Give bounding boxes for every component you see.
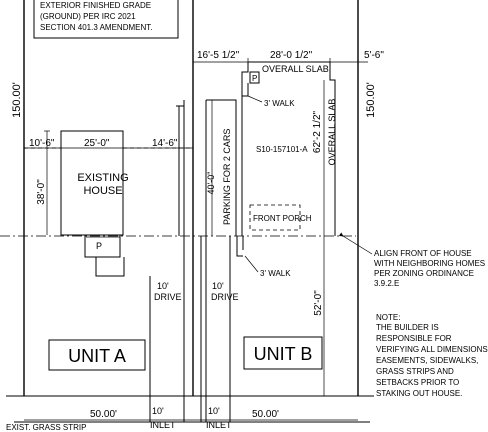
lot-depth-left-dimension: 150.00' [11, 2, 25, 394]
b-right-setback-text: 5'-6" [364, 50, 384, 61]
front-porch: FRONT PORCH [249, 204, 312, 231]
front-yard-text: 52'-0" [313, 290, 324, 316]
grass-strip-label: EXIST. GRASS STRIP [6, 423, 86, 432]
inlet-a-width-text: 10' [152, 406, 164, 416]
grade-note-line-2: (GROUND) PER IRC 2021 [40, 12, 136, 21]
align-note-line-1: ALIGN FRONT OF HOUSE [374, 249, 472, 258]
drive-b-width-text: 10' [212, 281, 224, 291]
side-gap-text: 14'-6" [152, 138, 178, 149]
front-yard-dimension: 52'-0" [313, 236, 325, 396]
lot-width-a-text: 50.00' [90, 409, 117, 420]
parking-depth-text: 40'-0" [206, 172, 216, 195]
lot-width-b-text: 50.00' [252, 409, 279, 420]
walk-lower: 3' WALK [236, 236, 291, 278]
unit-b-label: UNIT B [254, 344, 313, 364]
builder-note-line-7: SETBACKS PRIOR TO [376, 378, 459, 387]
porch-p-upper-box [249, 71, 260, 84]
overall-slab-vertical-label: OVERALL SLAB [327, 99, 337, 166]
parking-area: PARKING FOR 2 CARS 40'-0" 10' DRIVE [200, 99, 239, 422]
house-width-text: 25'-0" [84, 138, 110, 149]
parking-label: PARKING FOR 2 CARS [222, 129, 232, 225]
align-note-line-2: WITH NEIGHBORING HOMES [374, 259, 485, 268]
drive-b-label: DRIVE [211, 292, 239, 302]
unit-b-top-dimensions: 16'-5 1/2" 28'-0 1/2" 5'-6" OVERALL SLAB [192, 50, 384, 74]
existing-house: EXISTING HOUSE P [60, 130, 129, 277]
inlet-b-width-text: 10' [208, 406, 220, 416]
builder-note-line-1: NOTE: [376, 313, 400, 322]
slab-depth-text: 62'-2 1/2" [312, 110, 323, 153]
bottom-dimensions: 50.00' 50.00' 10' INLET 10' INLET EXIST.… [6, 406, 358, 432]
inlet-a-label: INLET [150, 420, 176, 430]
slab-width-text: 28'-0 1/2" [270, 50, 313, 61]
lot-depth-right-dimension: 150.00' [365, 82, 377, 118]
drive-a-width-text: 10' [157, 281, 169, 291]
align-note-line-3: PER ZONING ORDINANCE [374, 269, 474, 278]
builder-note-line-8: STAKING OUT HOUSE. [376, 389, 462, 398]
porch-p-lower: P [96, 241, 102, 251]
builder-note-line-5: EASEMENTS, SIDEWALKS, [376, 356, 478, 365]
unit-a-label: UNIT A [68, 346, 126, 366]
house-depth-text: 38'-0" [36, 179, 47, 205]
existing-house-label-1: EXISTING [77, 172, 128, 184]
drive-a-label: DRIVE [154, 292, 182, 302]
builder-note-line-4: VERIFYING ALL DIMENSIONS, [376, 345, 488, 354]
align-note-line-4: 3.9.2.E [374, 279, 399, 288]
grade-note-line-1: EXTERIOR FINISHED GRADE [40, 1, 151, 10]
walk-upper-label: 3' WALK [264, 99, 295, 108]
lot-depth-right-text: 150.00' [365, 82, 377, 118]
existing-house-label-2: HOUSE [83, 185, 122, 197]
porch-p-upper: P [252, 74, 257, 83]
inlet-b-label: INLET [206, 420, 232, 430]
drive-a: 10' DRIVE [149, 100, 185, 422]
b-left-setback-text: 16'-5 1/2" [197, 50, 240, 61]
front-porch-label: FRONT PORCH [253, 214, 312, 223]
slab-depth-dimension: 62'-2 1/2" OVERALL SLAB [312, 80, 337, 236]
walk-lower-label: 3' WALK [260, 269, 291, 278]
lot-depth-left-text: 150.00' [11, 82, 23, 118]
unit-b-label-box [243, 336, 323, 370]
lot-id-label: S10-157101-A [256, 145, 308, 154]
builder-note: NOTE: THE BUILDER IS RESPONSIBLE FOR VER… [376, 313, 488, 398]
builder-note-line-2: THE BUILDER IS [376, 323, 439, 332]
unit-a-label-box [48, 339, 146, 371]
builder-note-line-6: GRASS STRIPS AND [376, 367, 454, 376]
house-a-dimensions: 10'-6" 25'-0" 14'-6" 38'-0" [24, 130, 193, 235]
front-porch-outline [249, 204, 301, 231]
overall-slab-label: OVERALL SLAB [262, 64, 329, 74]
existing-house-outline [60, 130, 124, 236]
grade-note: EXTERIOR FINISHED GRADE (GROUND) PER IRC… [33, 0, 179, 39]
builder-note-line-3: RESPONSIBLE FOR [376, 334, 452, 343]
grade-note-line-3: SECTION 401.3 AMENDMENT. [40, 23, 152, 32]
align-note: ALIGN FRONT OF HOUSE WITH NEIGHBORING HO… [338, 232, 485, 288]
left-setback-text: 10'-6" [29, 138, 55, 149]
